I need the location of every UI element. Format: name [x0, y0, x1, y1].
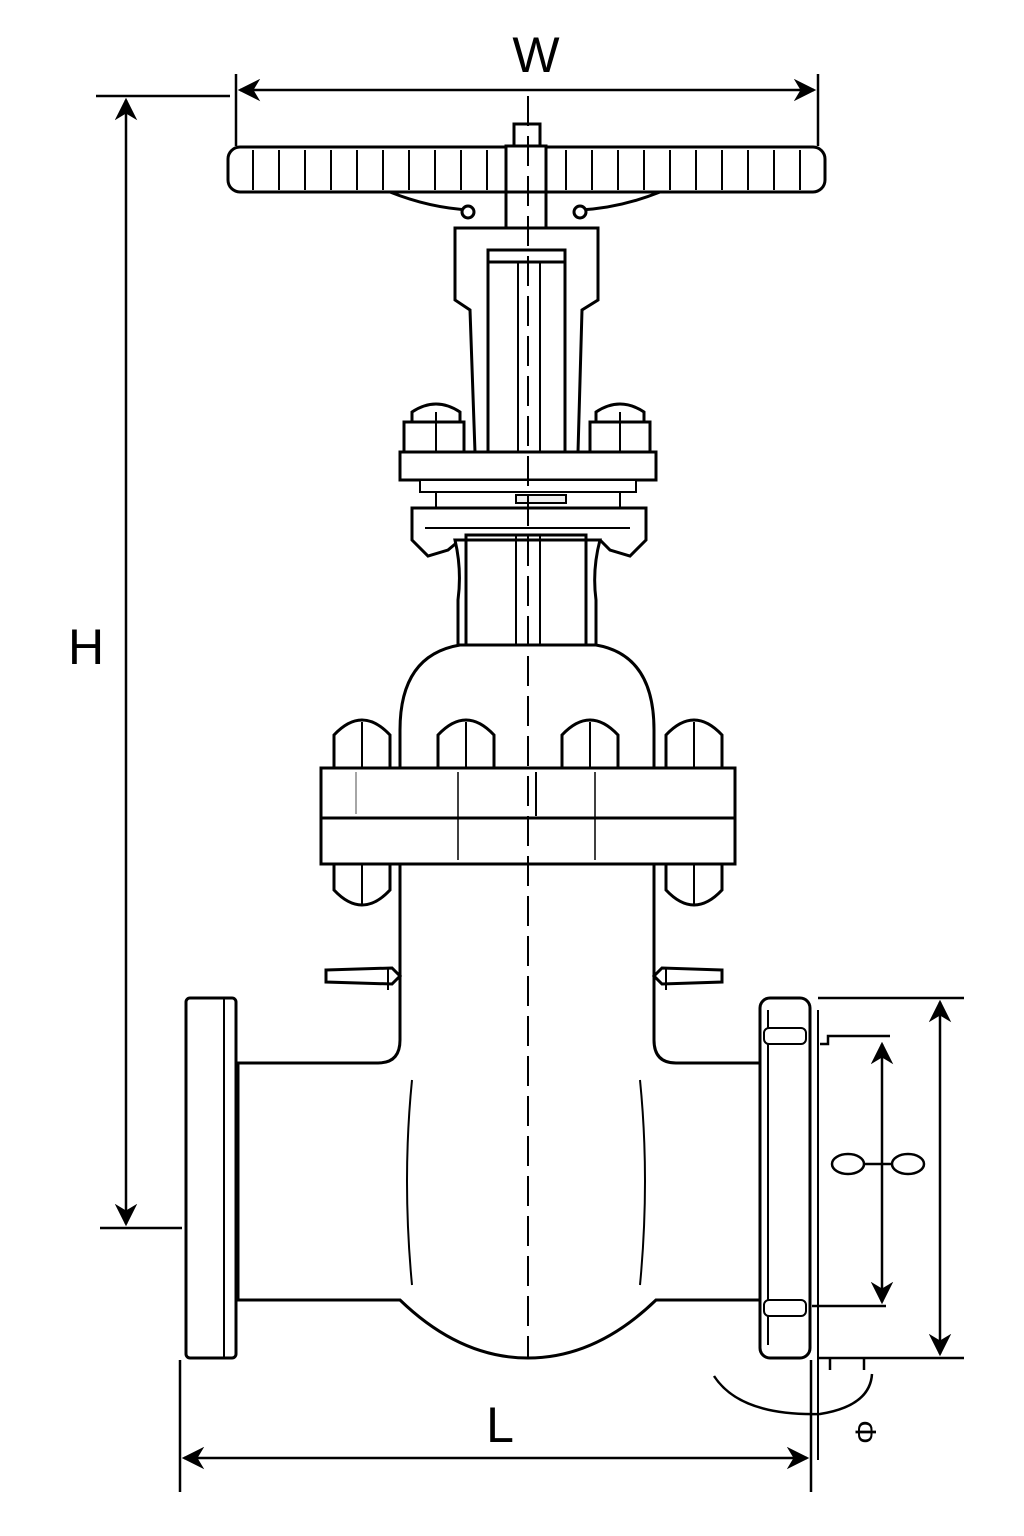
gland-bolt-left	[402, 402, 466, 454]
bonnet-nut-1	[332, 862, 392, 907]
handwheel	[226, 122, 827, 232]
valve-body	[236, 862, 762, 1360]
handwheel-hub	[504, 144, 548, 198]
yoke	[453, 226, 600, 454]
diameter-label: Φ	[850, 1420, 883, 1444]
gland-bolt-right	[588, 402, 652, 454]
body-shell	[236, 862, 762, 1360]
bonnet-bolt-2	[436, 718, 496, 770]
end-flanges	[184, 996, 812, 1360]
dimensions	[96, 74, 964, 1492]
bonnet-bolt-4	[664, 718, 724, 770]
body-lug-left	[324, 966, 403, 986]
outlet-flange	[758, 996, 812, 1360]
yoke-window	[486, 260, 567, 454]
body-lug-right	[651, 966, 724, 986]
gland-flange	[398, 402, 658, 558]
length-label: L	[486, 1397, 514, 1453]
bonnet-bolt-1	[332, 718, 392, 770]
stem-upper	[504, 190, 548, 232]
bonnet-bolt-3	[560, 718, 620, 770]
bonnet-nut-4	[664, 862, 724, 907]
inlet-flange	[184, 996, 238, 1360]
height-label: H	[68, 619, 104, 675]
width-label: W	[512, 27, 560, 83]
